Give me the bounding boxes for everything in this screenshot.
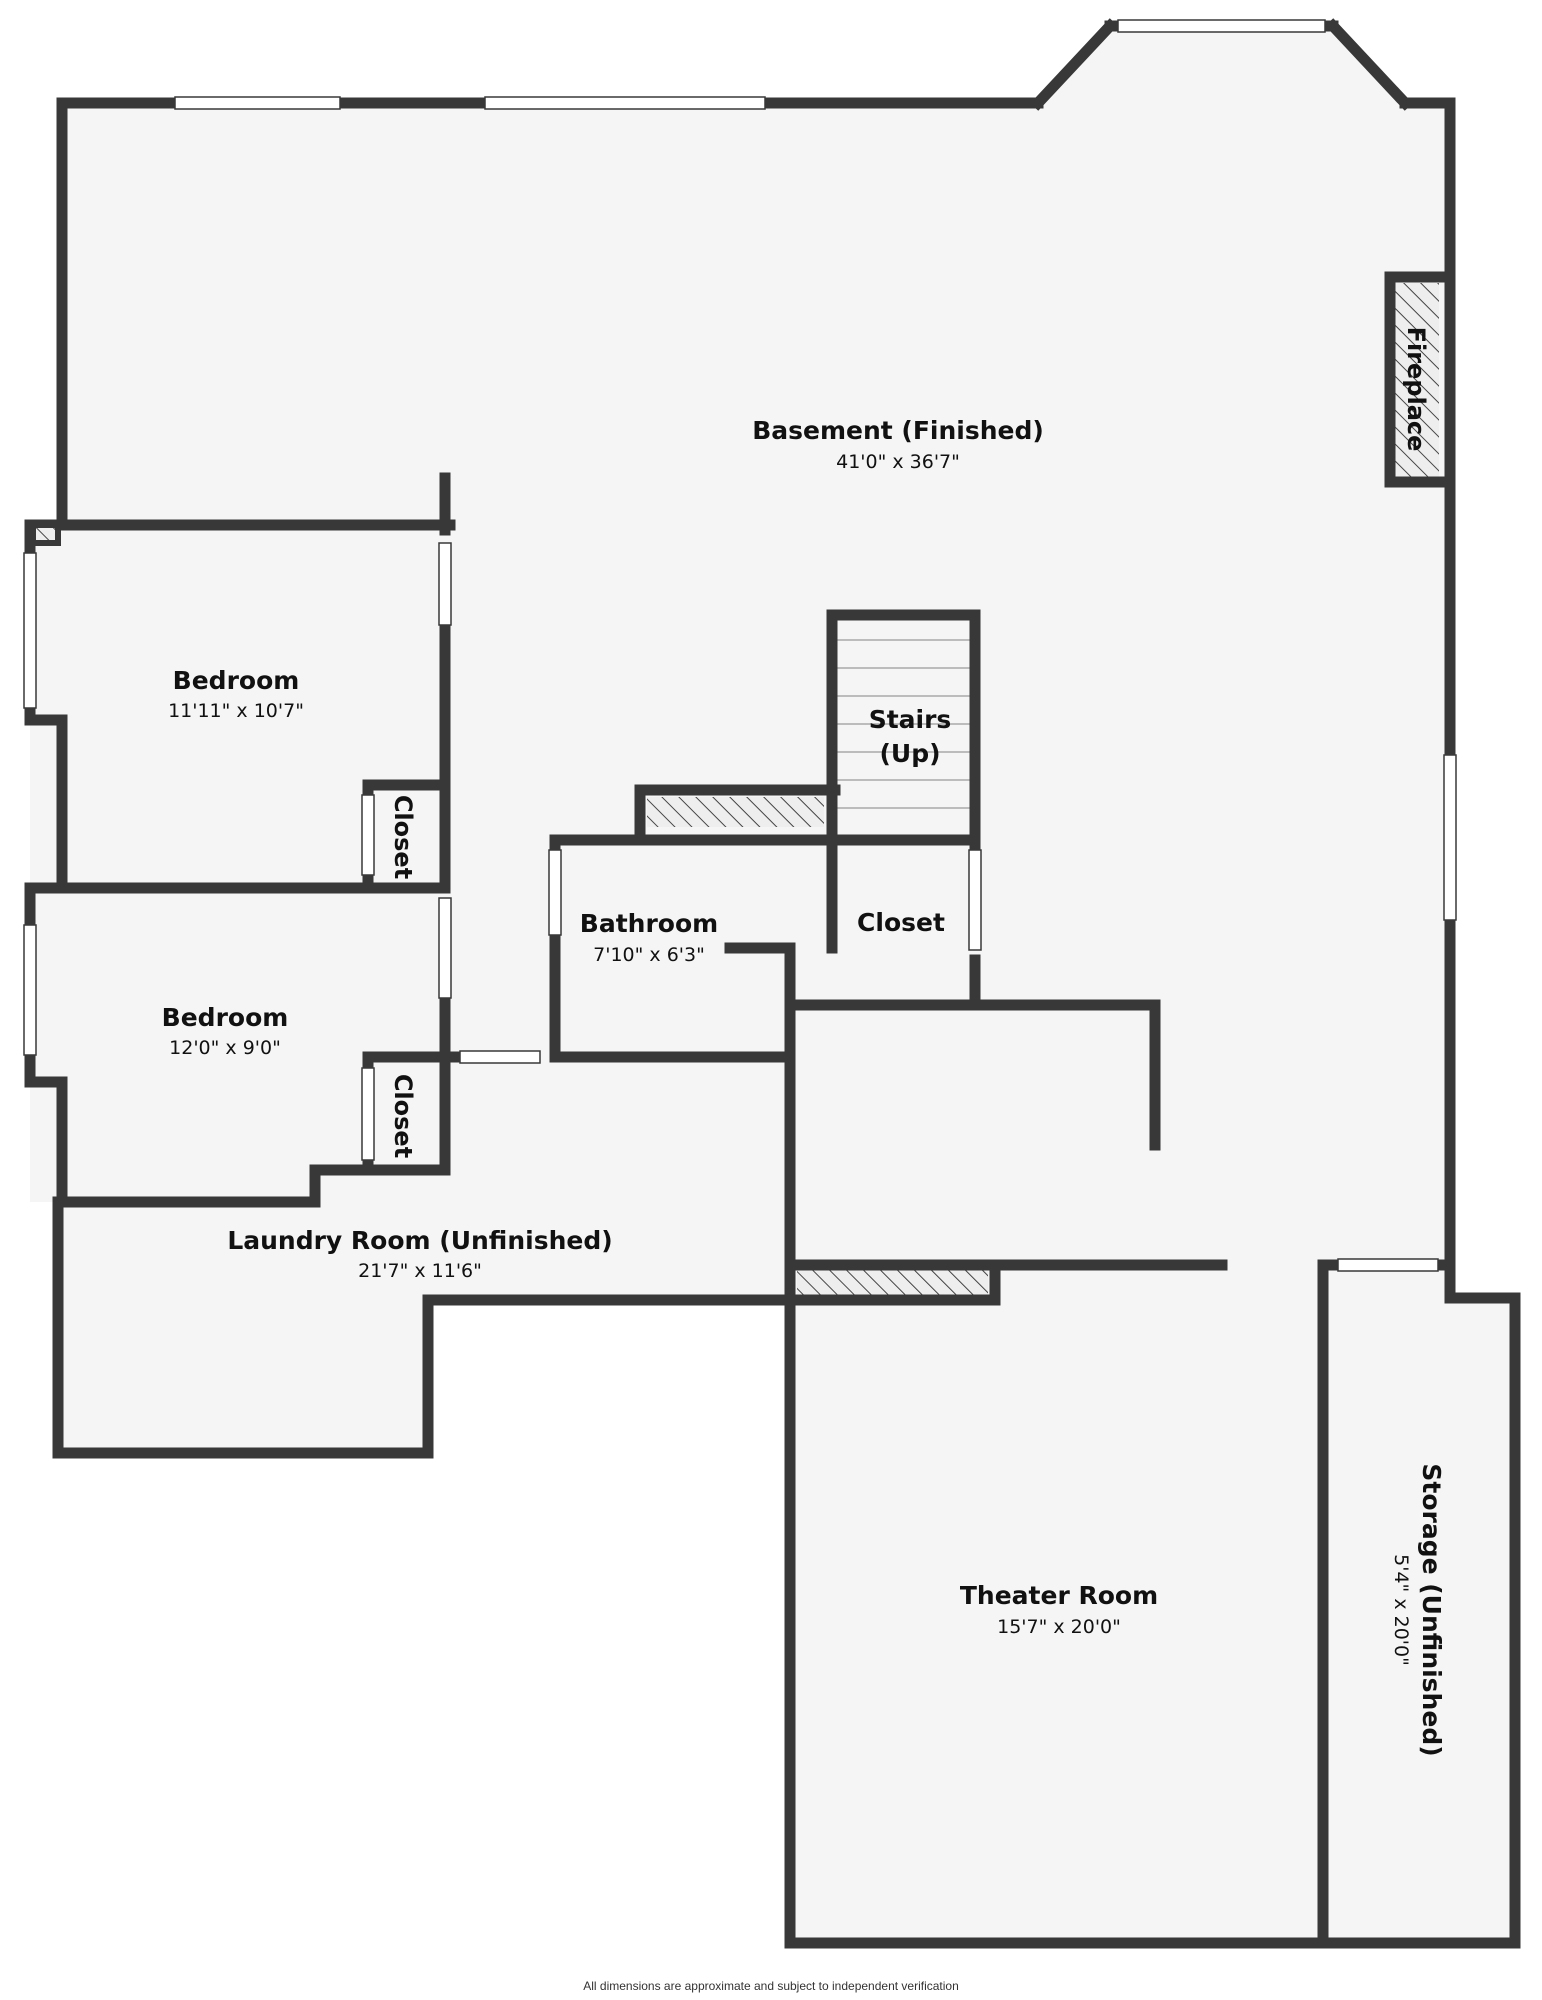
room-closet-bedroom-2: Closet [389, 1074, 417, 1158]
disclaimer: All dimensions are approximate and subje… [583, 1979, 959, 1993]
room-stairs: Stairs (Up) [869, 705, 952, 768]
room-closet-center: Closet [857, 908, 945, 937]
room-dimensions: 15'7" x 20'0" [997, 1616, 1121, 1638]
room-name: Stairs [869, 705, 952, 734]
room-name: Basement (Finished) [752, 416, 1044, 445]
room-dimensions: 12'0" x 9'0" [169, 1037, 281, 1059]
room-dimensions: 41'0" x 36'7" [836, 451, 960, 473]
room-storage: Storage (Unfinished) 5'4" x 20'0" [1390, 1463, 1446, 1756]
room-laundry: Laundry Room (Unfinished) 21'7" x 11'6" [227, 1226, 612, 1282]
room-dimensions: 7'10" x 6'3" [593, 944, 705, 966]
windows [23, 19, 1457, 1272]
room-name: Bathroom [580, 909, 718, 938]
room-bathroom: Bathroom 7'10" x 6'3" [580, 909, 718, 966]
room-dimensions: 11'11" x 10'7" [168, 700, 304, 722]
room-name: Laundry Room (Unfinished) [227, 1226, 612, 1255]
room-name: Closet [857, 908, 945, 937]
room-name: Closet [389, 1074, 417, 1158]
room-bedroom-2: Bedroom 12'0" x 9'0" [162, 1003, 289, 1059]
room-dimensions: 21'7" x 11'6" [358, 1260, 482, 1282]
room-name-line2: (Up) [879, 739, 940, 768]
room-basement: Basement (Finished) 41'0" x 36'7" [752, 416, 1044, 473]
room-name: Bedroom [162, 1003, 289, 1032]
room-closet-bedroom-1: Closet [389, 795, 417, 879]
room-name: Bedroom [173, 666, 300, 695]
floor-fill [30, 26, 1515, 1943]
room-dimensions: 5'4" x 20'0" [1390, 1554, 1412, 1666]
stairs-treads [837, 639, 970, 809]
fireplace-label: Fireplace [1402, 327, 1430, 452]
room-name: Closet [389, 795, 417, 879]
room-name: Storage (Unfinished) [1417, 1463, 1446, 1756]
hatch-strip-lower [797, 1269, 988, 1295]
fireplace-label-group: Fireplace [1402, 327, 1430, 452]
room-bedroom-1: Bedroom 11'11" x 10'7" [168, 666, 304, 722]
room-name: Theater Room [960, 1581, 1158, 1610]
hatch-strip-upper [647, 797, 824, 827]
fireplace-hatch [1395, 283, 1439, 479]
room-theater: Theater Room 15'7" x 20'0" [960, 1581, 1158, 1638]
